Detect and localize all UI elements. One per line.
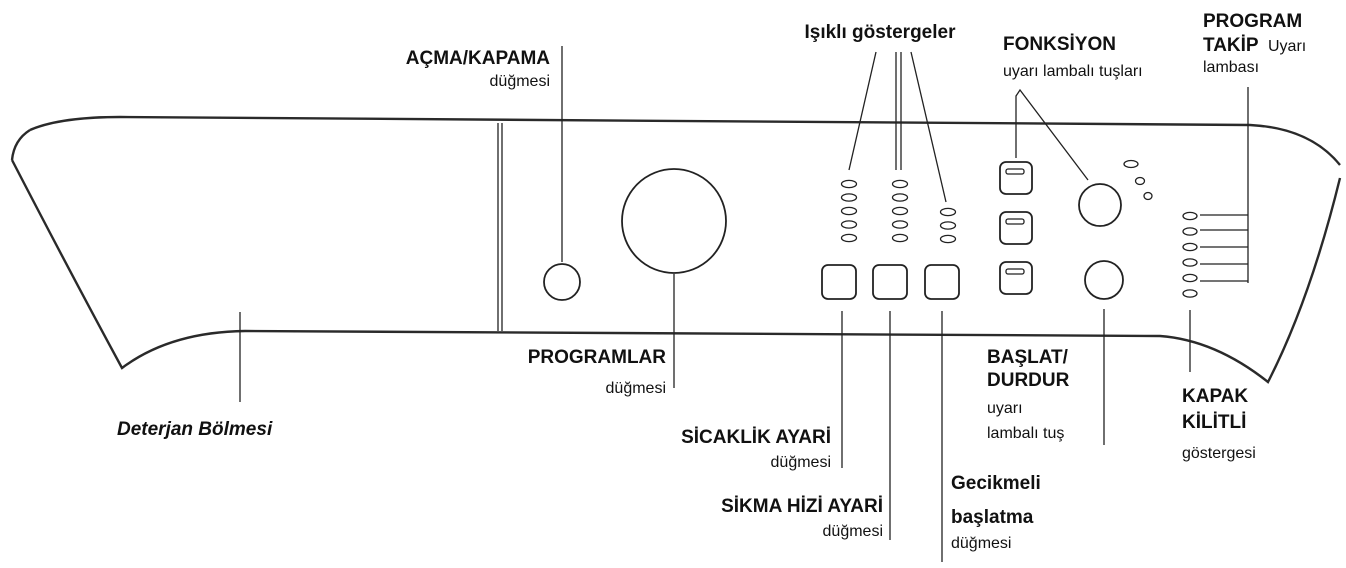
spin-lamp-1 [891,179,909,189]
function-key-2-lamp [1005,218,1025,225]
label-power-title: AÇMA/KAPAMA [406,48,551,69]
temperature-button[interactable] [821,264,857,300]
function-key-3[interactable] [999,261,1033,295]
delay-indicator-lamps [939,207,957,244]
label-start-sub2: lambalı tuş [987,425,1064,442]
label-programs-title: PROGRAMLAR [528,347,667,368]
label-function-title: FONKSİYON [1003,34,1116,55]
label-progress-title2-suffix: Uyarı [1268,38,1306,55]
label-door-sub: göstergesi [1182,445,1256,462]
label-detergent: Deterjan Bölmesi [117,419,273,440]
function-lamp-1 [1123,159,1139,169]
spin-lamp-5 [891,233,909,243]
temperature-lamp-4 [840,220,858,229]
label-progress-title2: TAKİP [1203,35,1259,56]
spin-indicator-lamps [891,179,909,243]
delay-start-button[interactable] [924,264,960,300]
function-key-2[interactable] [999,211,1033,245]
label-temperature-sub: düğmesi [771,454,831,471]
label-progress-sub: lambası [1203,59,1259,76]
spin-lamp-2 [891,193,909,202]
temperature-indicator-lamps [840,179,858,243]
temperature-lamp-5 [840,233,858,243]
progress-lamp-6 [1182,289,1198,298]
label-delay-line2: başlatma [951,507,1034,528]
label-delay-line1: Gecikmeli [951,473,1041,494]
temperature-lamp-3 [840,206,858,216]
program-selector-knob[interactable] [621,168,727,274]
function-key-3-lamp [1005,268,1025,275]
label-indicators-title: Işıklı göstergeler [804,22,956,43]
panel-bottom-edge [10,159,1342,384]
progress-lamp-2 [1182,227,1198,236]
label-temperature-title: SİCAKLİK AYARİ [681,427,831,448]
label-programs-sub: düğmesi [606,380,666,397]
spin-lamp-3 [891,206,909,216]
delay-lamp-2 [939,221,957,230]
label-power-sub: düğmesi [490,73,550,90]
temperature-lamp-1 [840,179,858,189]
delay-lamp-3 [939,234,957,244]
spin-lamp-4 [891,220,909,229]
delay-lamp-1 [939,207,957,217]
leader-lines [239,46,1249,562]
spin-speed-button[interactable] [872,264,908,300]
function-key-1[interactable] [999,161,1033,195]
panel-left-cap [10,128,31,161]
function-round-button[interactable] [1078,183,1122,227]
label-door-line1: KAPAK [1182,386,1248,407]
label-start-sub1: uyarı [987,400,1023,417]
controls [543,159,1153,301]
label-progress-title1: PROGRAM [1203,11,1302,32]
label-start-line2: DURDUR [987,370,1070,391]
progress-lamp-1 [1182,211,1198,221]
progress-lamp-4 [1182,258,1198,267]
leader-indicators-3 [910,51,947,203]
leader-function [1015,88,1089,181]
panel-top-edge [29,115,1341,166]
label-start-line1: BAŞLAT/ [987,347,1069,368]
label-door-line2: KİLİTLİ [1182,412,1246,433]
leader-indicators-1 [848,51,877,171]
control-panel [10,115,1342,384]
function-key-1-lamp [1005,168,1025,175]
temperature-lamp-2 [840,193,858,202]
label-spin-sub: düğmesi [823,523,883,540]
progress-lamp-3 [1182,242,1198,252]
power-button[interactable] [543,263,581,301]
function-lamp-2 [1134,176,1146,186]
start-pause-button[interactable] [1084,260,1124,300]
label-spin-title: SİKMA HİZİ AYARİ [721,496,883,517]
function-lamp-3 [1143,191,1153,201]
progress-lamp-5 [1182,273,1198,283]
labels: AÇMA/KAPAMA düğmesi Işıklı göstergeler F… [117,11,1306,552]
label-delay-sub: düğmesi [951,535,1011,552]
program-progress-lamps [1182,211,1198,298]
label-function-sub: uyarı lambalı tuşları [1003,63,1143,80]
